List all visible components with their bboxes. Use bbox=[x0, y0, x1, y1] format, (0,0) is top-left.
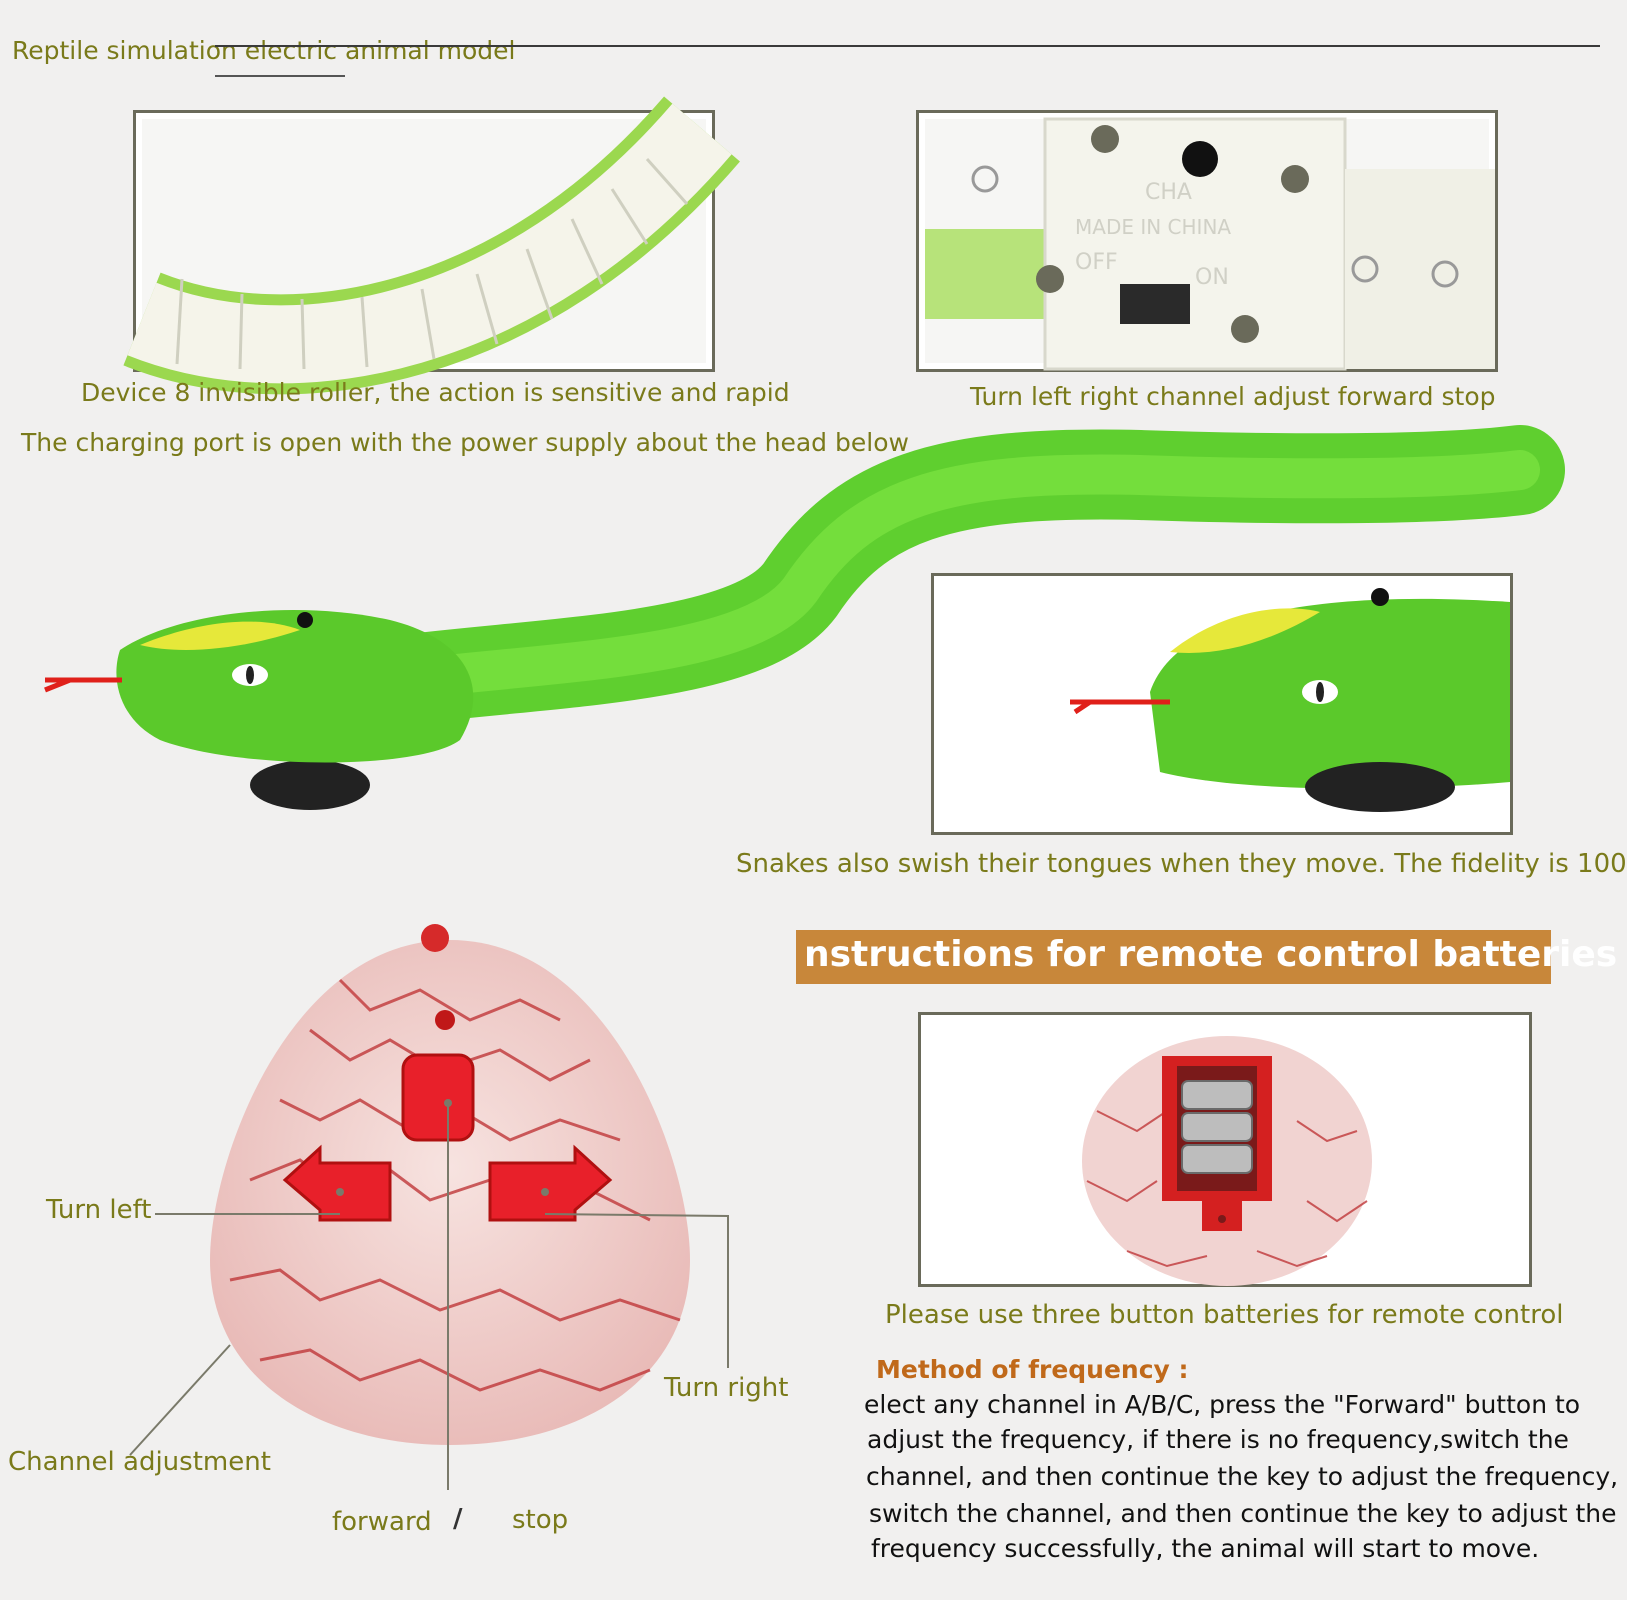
method-line-2: adjust the frequency, if there is no fre… bbox=[867, 1425, 1569, 1454]
battery-instructions-banner: nstructions for remote control batteries bbox=[796, 930, 1617, 984]
channel-adjustment-label: Channel adjustment bbox=[8, 1447, 271, 1477]
tongue-photo-frame bbox=[931, 573, 1513, 835]
switch-cha-text: CHA bbox=[1145, 180, 1192, 205]
tongue-caption: Snakes also swish their tongues when the… bbox=[736, 849, 1627, 879]
switch-made-text: MADE IN CHINA bbox=[1075, 215, 1231, 239]
stop-label: stop bbox=[512, 1505, 569, 1535]
title-underline bbox=[215, 75, 345, 77]
method-title: Method of frequency : bbox=[876, 1355, 1189, 1384]
banner-text: nstructions for remote control batteries bbox=[804, 934, 1618, 975]
switch-photo: CHA MADE IN CHINA OFF ON bbox=[925, 117, 1495, 371]
switch-off-text: OFF bbox=[1075, 250, 1118, 275]
roller-photo bbox=[123, 96, 740, 395]
charging-caption: The charging port is open with the power… bbox=[21, 428, 909, 457]
switch-photo-frame: CHA MADE IN CHINA OFF ON bbox=[916, 110, 1498, 372]
remote-egg-illustration bbox=[210, 924, 690, 1445]
method-line-4: switch the channel, and then continue th… bbox=[869, 1499, 1617, 1528]
method-line-5: frequency successfully, the animal will … bbox=[871, 1534, 1540, 1563]
slash-label: / bbox=[453, 1504, 463, 1534]
snake-illustration bbox=[44, 425, 1565, 810]
page-title: Reptile simulation electric animal model bbox=[12, 36, 516, 65]
forward-label: forward bbox=[332, 1507, 432, 1537]
turn-right-label: Turn right bbox=[664, 1373, 789, 1403]
tongue-photo bbox=[1070, 588, 1510, 812]
roller-photo-frame bbox=[123, 96, 740, 395]
battery-caption: Please use three button batteries for re… bbox=[885, 1300, 1564, 1330]
battery-photo bbox=[1082, 1036, 1372, 1286]
switch-caption: Turn left right channel adjust forward s… bbox=[970, 382, 1496, 411]
switch-on-text: ON bbox=[1195, 265, 1229, 290]
turn-left-label: Turn left bbox=[46, 1195, 152, 1225]
header-rule bbox=[215, 45, 1600, 47]
leader-lines bbox=[129, 1103, 729, 1490]
roller-caption: Device 8 invisible roller, the action is… bbox=[81, 378, 790, 407]
battery-photo-frame bbox=[918, 1012, 1532, 1287]
method-line-1: elect any channel in A/B/C, press the "F… bbox=[864, 1390, 1581, 1419]
method-line-3: channel, and then continue the key to ad… bbox=[866, 1462, 1619, 1491]
